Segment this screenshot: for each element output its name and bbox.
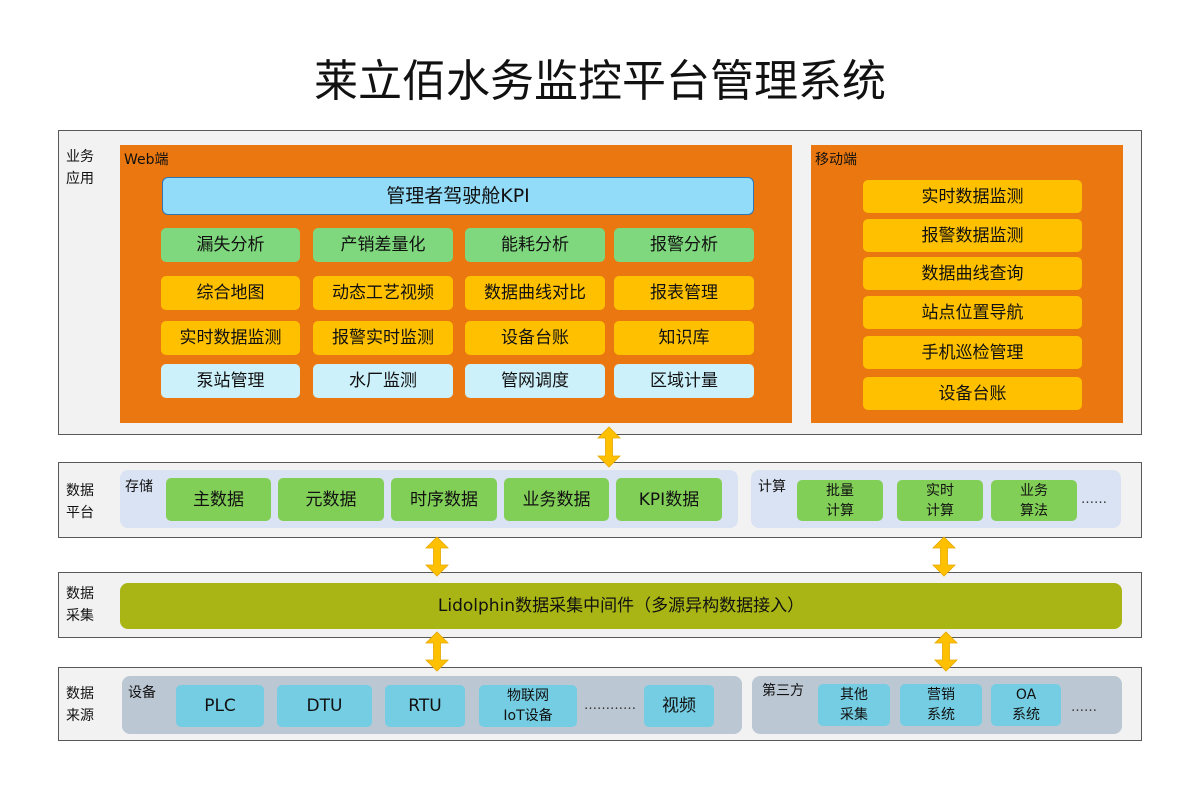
mobile-module-1[interactable]: 实时数据监测 (863, 180, 1082, 213)
device-item-2[interactable]: DTU (277, 685, 372, 727)
mobile-module-5[interactable]: 手机巡检管理 (863, 336, 1082, 369)
devices-more: ………… (584, 697, 636, 713)
web-module-r4-c3[interactable]: 管网调度 (465, 364, 605, 398)
web-module-r1-c2[interactable]: 产销差量化 (313, 228, 453, 262)
device-video[interactable]: 视频 (644, 685, 714, 727)
web-panel-label: Web端 (124, 152, 169, 168)
device-item-3[interactable]: RTU (385, 685, 465, 727)
storage-item-2[interactable]: 元数据 (278, 478, 384, 521)
arrow-business-platform (597, 426, 621, 468)
kpi-dashboard-box[interactable]: 管理者驾驶舱KPI (162, 177, 754, 215)
compute-panel-label: 计算 (758, 479, 786, 495)
middleware-bar[interactable]: Lidolphin数据采集中间件（多源异构数据接入） (120, 583, 1122, 629)
web-module-r2-c3[interactable]: 数据曲线对比 (465, 276, 605, 310)
web-module-r2-c2[interactable]: 动态工艺视频 (313, 276, 453, 310)
compute-item-3[interactable]: 业务 算法 (991, 480, 1077, 521)
web-module-r3-c2[interactable]: 报警实时监测 (313, 321, 453, 355)
business-layer-label: 业务 应用 (66, 149, 94, 187)
web-module-r2-c1[interactable]: 综合地图 (161, 276, 300, 310)
device-item-1[interactable]: PLC (176, 685, 264, 727)
web-module-r4-c2[interactable]: 水厂监测 (313, 364, 453, 398)
mobile-module-2[interactable]: 报警数据监测 (863, 219, 1082, 252)
web-module-r1-c1[interactable]: 漏失分析 (161, 228, 300, 262)
third-party-item-1[interactable]: 其他 采集 (818, 684, 890, 726)
web-module-r3-c3[interactable]: 设备台账 (465, 321, 605, 355)
collection-layer-label: 数据 采集 (66, 586, 94, 624)
mobile-panel-label: 移动端 (815, 152, 857, 168)
device-item-4[interactable]: 物联网 IoT设备 (479, 685, 577, 727)
arrow-collection-source-right (934, 631, 958, 672)
devices-panel-label: 设备 (128, 685, 156, 701)
mobile-module-6[interactable]: 设备台账 (863, 377, 1082, 410)
arrow-collection-source-left (425, 631, 449, 672)
web-module-r4-c1[interactable]: 泵站管理 (161, 364, 300, 398)
web-module-r4-c4[interactable]: 区域计量 (614, 364, 754, 398)
storage-item-5[interactable]: KPI数据 (616, 478, 722, 521)
arrow-platform-collection-left (425, 536, 449, 577)
compute-item-1[interactable]: 批量 计算 (797, 480, 883, 521)
platform-layer-label: 数据 平台 (66, 483, 94, 521)
web-module-r2-c4[interactable]: 报表管理 (614, 276, 754, 310)
storage-panel-label: 存储 (125, 479, 153, 495)
compute-more: …… (1081, 491, 1107, 507)
third-party-more: …… (1071, 699, 1097, 715)
source-layer-label: 数据 来源 (66, 686, 94, 724)
third-party-item-2[interactable]: 营销 系统 (900, 684, 982, 726)
page-title: 莱立佰水务监控平台管理系统 (314, 56, 886, 107)
storage-item-3[interactable]: 时序数据 (391, 478, 497, 521)
compute-item-2[interactable]: 实时 计算 (897, 480, 983, 521)
third-party-panel-label: 第三方 (762, 683, 804, 699)
arrow-platform-collection-right (932, 536, 956, 577)
web-module-r3-c4[interactable]: 知识库 (614, 321, 754, 355)
third-party-item-3[interactable]: OA 系统 (991, 684, 1061, 726)
storage-item-1[interactable]: 主数据 (166, 478, 271, 521)
web-module-r1-c4[interactable]: 报警分析 (614, 228, 754, 262)
mobile-module-3[interactable]: 数据曲线查询 (863, 257, 1082, 290)
storage-item-4[interactable]: 业务数据 (504, 478, 609, 521)
web-module-r1-c3[interactable]: 能耗分析 (465, 228, 605, 262)
web-module-r3-c1[interactable]: 实时数据监测 (161, 321, 300, 355)
mobile-module-4[interactable]: 站点位置导航 (863, 296, 1082, 329)
